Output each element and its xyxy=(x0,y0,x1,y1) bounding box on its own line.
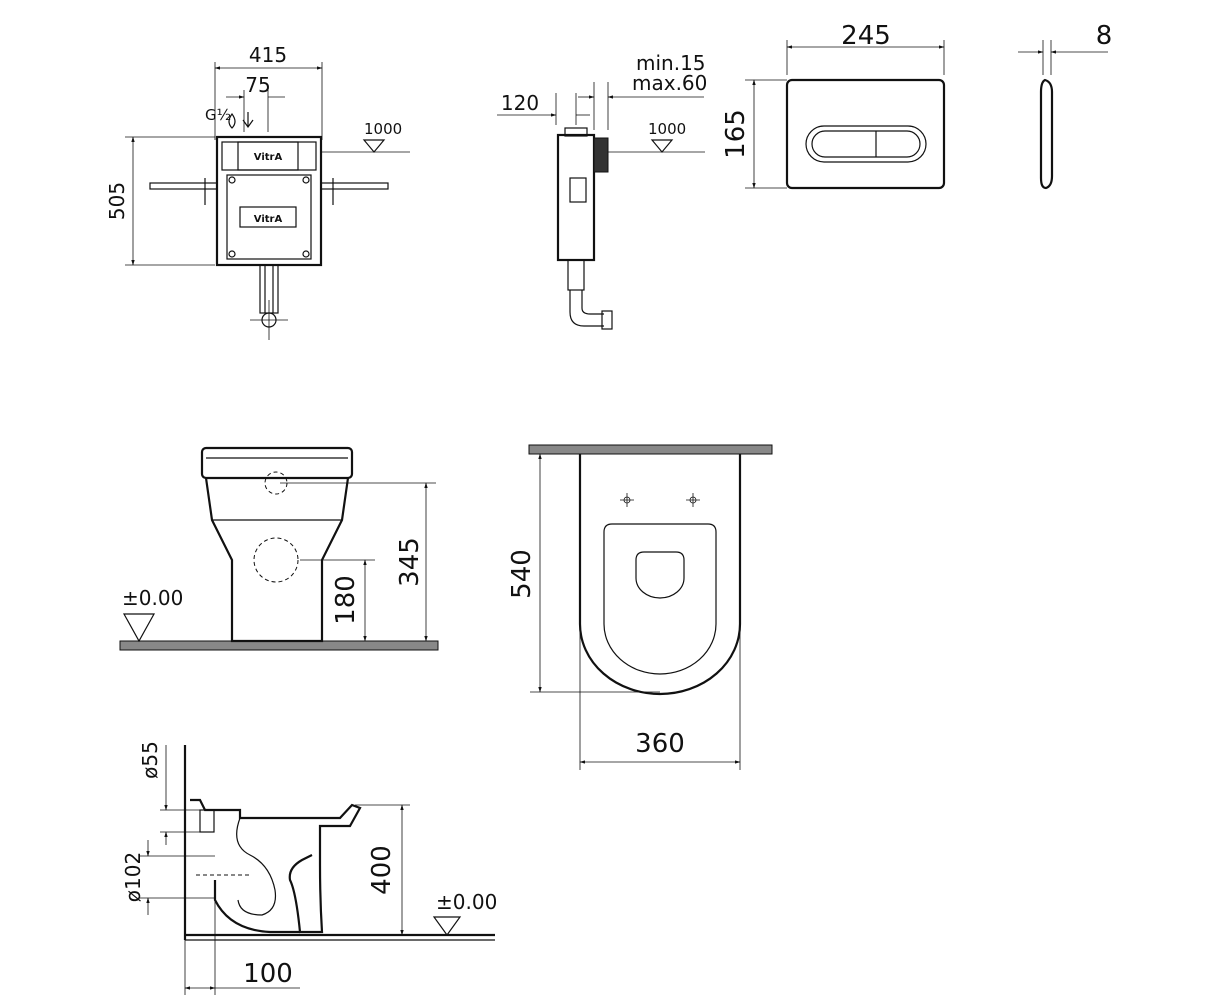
dimension-180: 180 xyxy=(331,575,361,625)
min-15-label: min.15 xyxy=(636,51,706,75)
vitra-logo-top: VitrA xyxy=(254,152,283,163)
dimension-d102: ø102 xyxy=(121,852,145,902)
inlet-arrow-icon xyxy=(242,112,254,129)
level-1000-front: 1000 xyxy=(364,120,402,138)
flush-plate-view: 245 165 8 xyxy=(721,21,1113,190)
dimension-505: 505 xyxy=(105,182,129,220)
cistern-front-view: 415 75 G½ 505 VitrA VitrA 1000 xyxy=(105,43,410,340)
dimension-540: 540 xyxy=(507,549,537,599)
toilet-side-view: ø55 ø102 400 ±0.00 100 xyxy=(121,741,497,995)
dimension-360: 360 xyxy=(635,729,685,759)
toilet-front-view: 345 180 ±0.00 xyxy=(119,446,439,651)
floor-level-front: ±0.00 xyxy=(122,586,183,610)
dimension-165: 165 xyxy=(721,109,751,159)
dimension-100: 100 xyxy=(243,959,293,989)
max-60-label: max.60 xyxy=(632,71,707,95)
dimension-120: 120 xyxy=(501,91,539,115)
floor-level-side: ±0.00 xyxy=(436,890,497,914)
dimension-75: 75 xyxy=(245,73,270,97)
toilet-top-view: 540 360 xyxy=(507,444,773,770)
dimension-d55: ø55 xyxy=(138,741,162,779)
inlet-diameter-mark: G½ xyxy=(205,106,231,124)
dimension-8: 8 xyxy=(1096,21,1113,51)
dimension-245: 245 xyxy=(841,21,891,51)
water-drop-icon xyxy=(228,112,236,129)
dimension-415: 415 xyxy=(249,43,287,67)
dimension-400: 400 xyxy=(367,845,397,895)
dimension-345: 345 xyxy=(395,537,425,587)
cistern-side-view: 120 min.15 max.60 1000 xyxy=(497,51,707,330)
level-1000-side: 1000 xyxy=(648,120,686,138)
vitra-logo-panel: VitrA xyxy=(254,214,283,225)
